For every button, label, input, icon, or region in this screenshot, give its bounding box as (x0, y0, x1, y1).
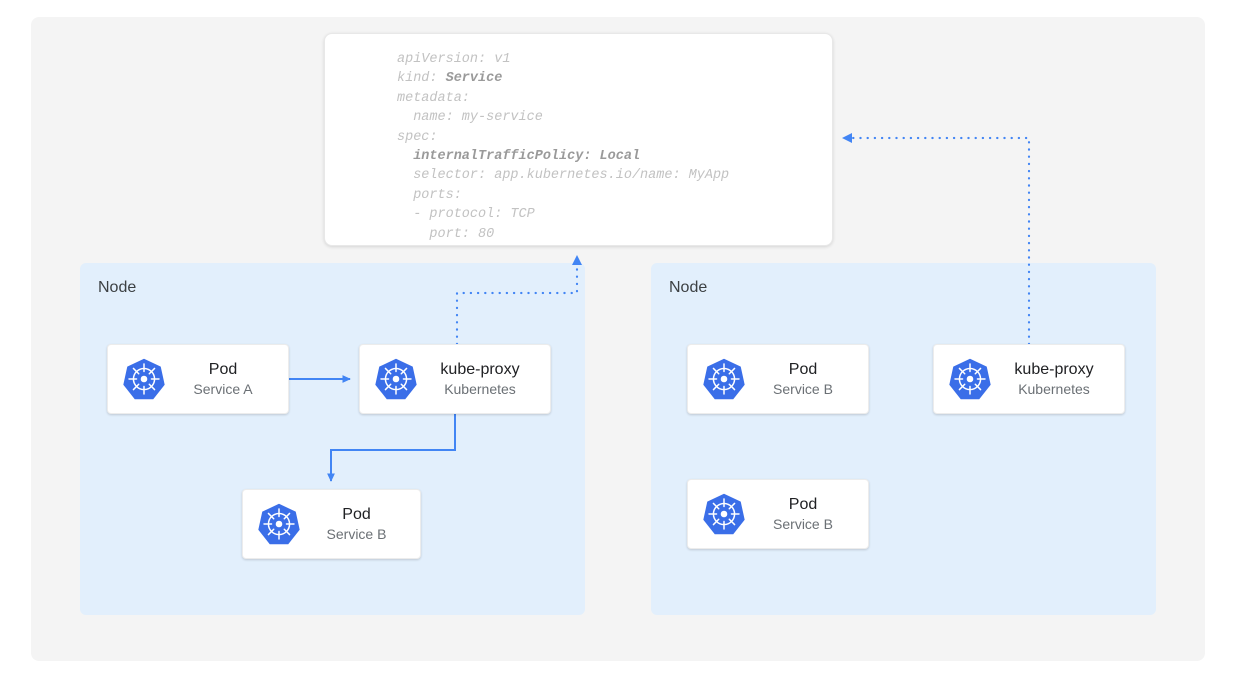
card-subtitle: Service B (773, 515, 833, 532)
node-zone-right-label: Node (669, 279, 708, 296)
yaml-line: selector: app.kubernetes.io/name: MyApp (397, 168, 730, 184)
card-subtitle: Kubernetes (444, 380, 516, 397)
card-subtitle: Service A (193, 380, 253, 397)
kubernetes-icon (703, 493, 745, 535)
card-text: Pod Service B (301, 505, 420, 544)
card-text: Pod Service B (746, 360, 868, 399)
card-pod-service-a[interactable]: Pod Service A (107, 344, 289, 414)
card-subtitle: Service B (326, 525, 387, 542)
card-title: Pod (788, 495, 818, 513)
node-zone-right (651, 263, 1156, 615)
card-text: kube-proxy Kubernetes (992, 360, 1124, 399)
service-manifest-panel: apiVersion: v1 kind: Service metadata: nam… (324, 33, 833, 246)
kubernetes-icon (949, 358, 991, 400)
card-text: Pod Service B (746, 495, 868, 534)
yaml-line: targetPort: 9376 (397, 244, 729, 245)
kubernetes-icon (375, 358, 417, 400)
card-title: Pod (788, 360, 818, 378)
kubernetes-icon (123, 358, 165, 400)
node-zone-left-label: Node (98, 279, 137, 296)
yaml-line: ports: (397, 187, 462, 203)
yaml-line: apiVersion: v1 (397, 52, 511, 67)
card-pod-service-b-right-top[interactable]: Pod Service B (687, 344, 869, 414)
card-title: kube-proxy (440, 360, 520, 378)
yaml-line: kind: Service (397, 71, 503, 87)
kubernetes-icon (703, 358, 745, 400)
yaml-line: name: my-service (397, 110, 543, 126)
card-subtitle: Kubernetes (1018, 380, 1090, 397)
yaml-line: metadata: (397, 90, 470, 106)
card-pod-service-b-left[interactable]: Pod Service B (242, 489, 421, 559)
service-manifest-code: apiVersion: v1 kind: Service metadata: nam… (397, 50, 730, 245)
yaml-line: - protocol: TCP (397, 207, 535, 223)
yaml-line: spec: (397, 129, 438, 145)
yaml-emphasis: Service (445, 71, 503, 87)
card-title: Pod (342, 505, 371, 523)
card-text: Pod Service A (166, 360, 288, 399)
yaml-line: internalTrafficPolicy: Local (397, 149, 641, 165)
card-subtitle: Service B (773, 380, 833, 397)
yaml-line: port: 80 (397, 226, 495, 242)
card-pod-service-b-right-bottom[interactable]: Pod Service B (687, 479, 869, 549)
kubernetes-icon (258, 503, 300, 545)
node-zone-left (80, 263, 585, 615)
card-kube-proxy-right[interactable]: kube-proxy Kubernetes (933, 344, 1125, 414)
card-text: kube-proxy Kubernetes (418, 360, 550, 399)
card-kube-proxy-left[interactable]: kube-proxy Kubernetes (359, 344, 551, 414)
card-title: Pod (208, 360, 238, 378)
card-title: kube-proxy (1014, 360, 1094, 378)
